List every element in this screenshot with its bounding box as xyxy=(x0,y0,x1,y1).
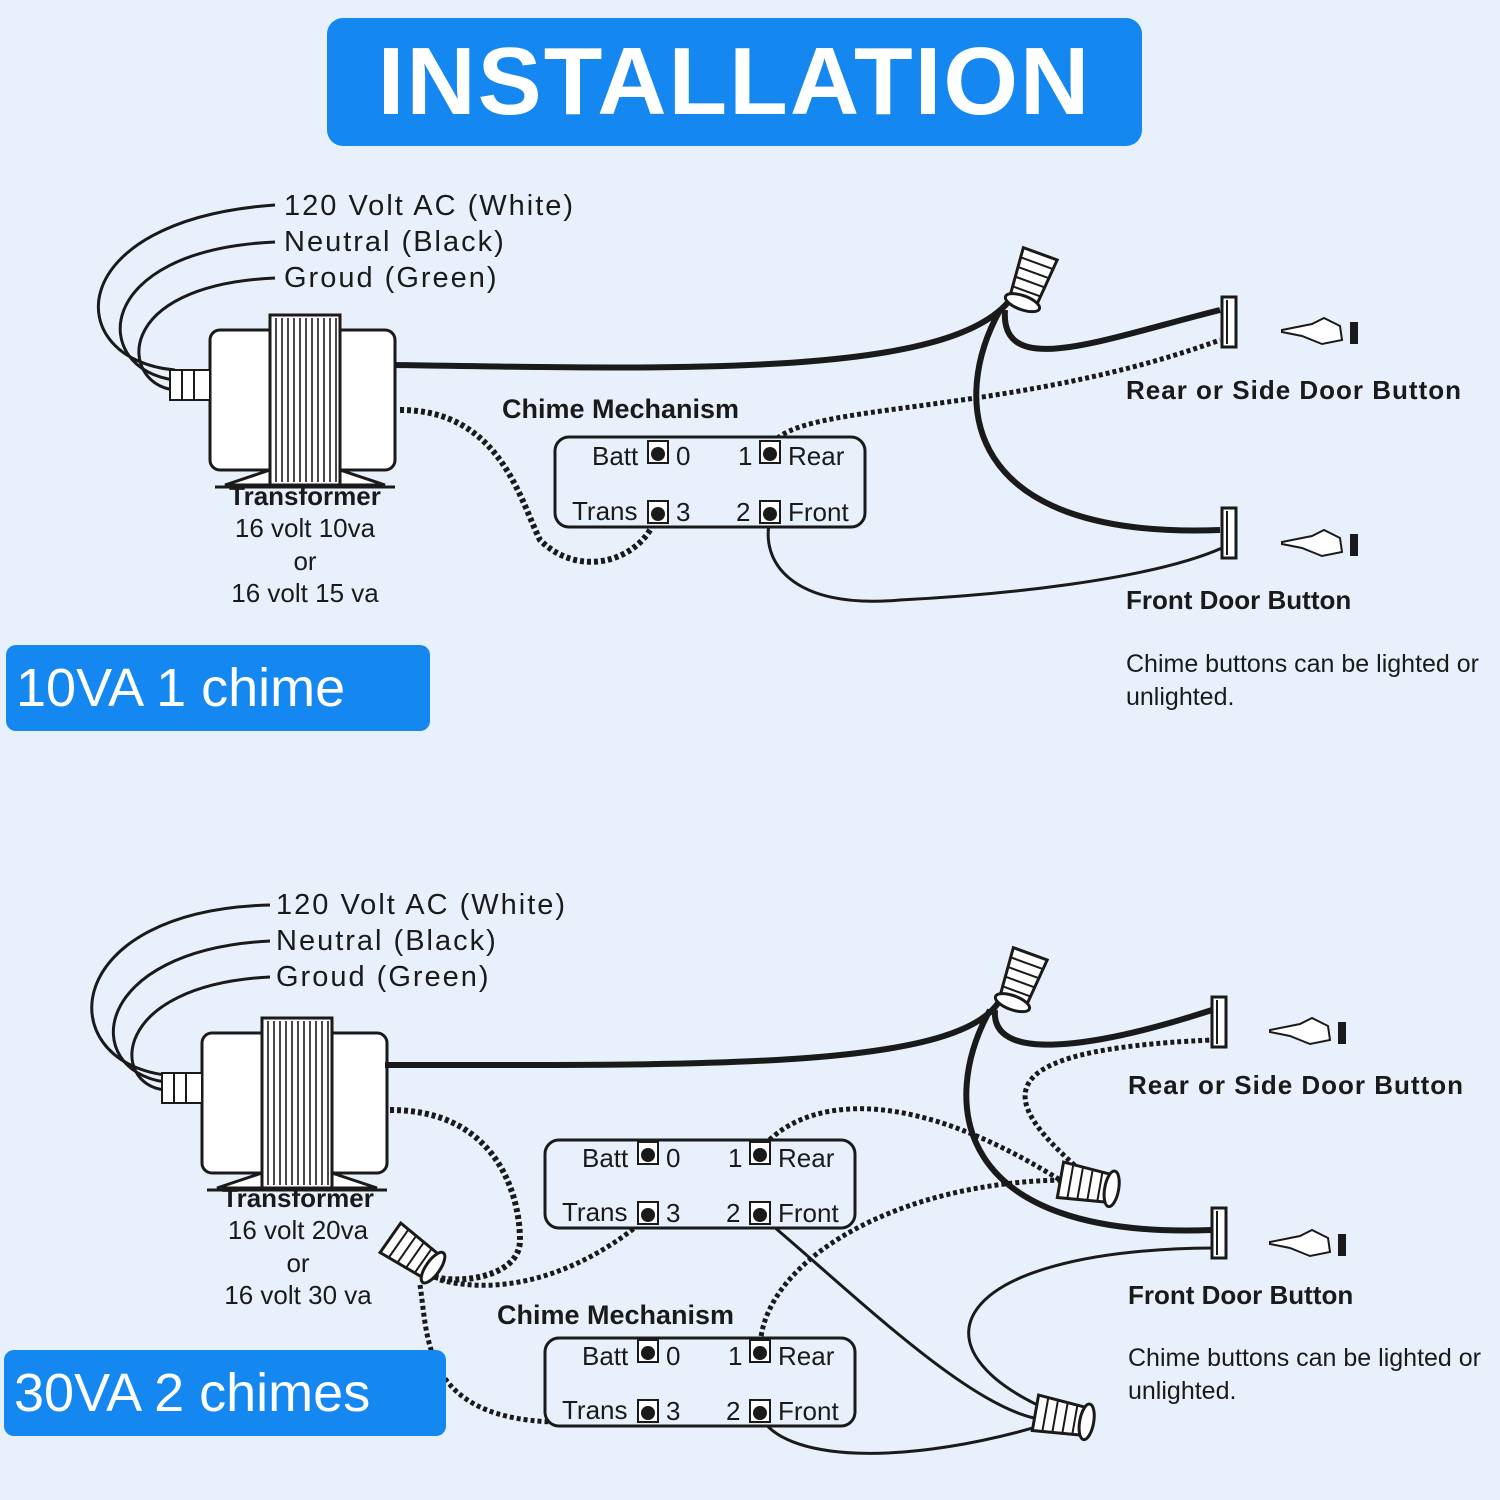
terminal-rear-label: Rear xyxy=(788,441,845,471)
terminal-2-label: 2 xyxy=(726,1396,741,1426)
transformer-label: Transformer xyxy=(229,481,381,511)
terminal-1-label: 1 xyxy=(728,1143,743,1173)
transformer-spec: 16 volt 20va xyxy=(227,1215,369,1245)
terminal-trans-label: Trans xyxy=(562,1395,628,1425)
front-door-button-label: Front Door Button xyxy=(1128,1280,1354,1310)
terminal-2-label: 2 xyxy=(726,1198,741,1228)
section-banner-30va: 30VA 2 chimes xyxy=(4,1350,446,1436)
front-door-button-label: Front Door Button xyxy=(1126,585,1352,615)
chime-button-note: Chime buttons can be lighted or unlighte… xyxy=(1128,1344,1481,1405)
terminal-1-label: 1 xyxy=(728,1341,743,1371)
terminal-0-label: 0 xyxy=(676,441,691,471)
wire-label-ground: Groud (Green) xyxy=(276,961,491,993)
chime-mechanism-title: Chime Mechanism xyxy=(502,394,740,424)
terminal-front-label: Front xyxy=(778,1198,839,1228)
terminal-3-label: 3 xyxy=(676,497,691,527)
wire-label-hot: 120 Volt AC (White) xyxy=(284,190,576,222)
wire-label-neutral: Neutral (Black) xyxy=(276,925,498,957)
terminal-0-label: 0 xyxy=(666,1143,681,1173)
terminal-trans-label: Trans xyxy=(572,496,638,526)
terminal-front-label: Front xyxy=(778,1396,839,1426)
wire-label-neutral: Neutral (Black) xyxy=(284,226,506,258)
transformer-spec: 16 volt 15 va xyxy=(231,578,379,608)
terminal-rear-label: Rear xyxy=(778,1341,835,1371)
transformer-or: or xyxy=(286,1248,310,1278)
page-title: INSTALLATION xyxy=(327,18,1142,146)
transformer-label: Transformer xyxy=(222,1183,374,1213)
terminal-0-label: 0 xyxy=(666,1341,681,1371)
terminal-trans-label: Trans xyxy=(562,1197,628,1227)
chime-mechanism-title: Chime Mechanism xyxy=(497,1300,735,1330)
terminal-rear-label: Rear xyxy=(778,1143,835,1173)
wire-label-ground: Groud (Green) xyxy=(284,262,499,294)
terminal-3-label: 3 xyxy=(666,1198,681,1228)
transformer-or: or xyxy=(293,546,317,576)
terminal-front-label: Front xyxy=(788,497,849,527)
terminal-3-label: 3 xyxy=(666,1396,681,1426)
terminal-batt-label: Batt xyxy=(582,1341,629,1371)
terminal-1-label: 1 xyxy=(738,441,753,471)
transformer-spec: 16 volt 10va xyxy=(234,513,376,543)
rear-door-button-label: Rear or Side Door Button xyxy=(1126,375,1463,405)
rear-door-button-label: Rear or Side Door Button xyxy=(1128,1070,1465,1100)
terminal-batt-label: Batt xyxy=(592,441,639,471)
section-banner-10va: 10VA 1 chime xyxy=(6,645,430,731)
wire-label-hot: 120 Volt AC (White) xyxy=(276,889,568,921)
transformer-spec: 16 volt 30 va xyxy=(224,1280,372,1310)
terminal-2-label: 2 xyxy=(736,497,751,527)
terminal-batt-label: Batt xyxy=(582,1143,629,1173)
chime-button-note: Chime buttons can be lighted or unlighte… xyxy=(1126,650,1479,711)
